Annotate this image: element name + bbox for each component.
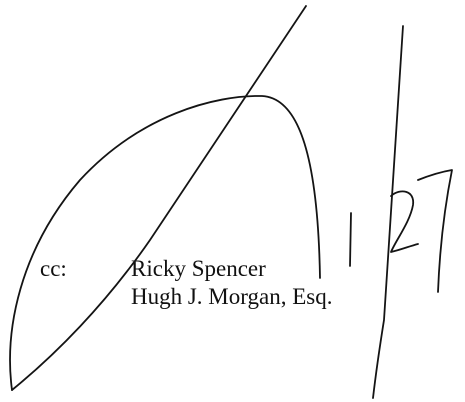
signature-loop-stroke: [9, 95, 321, 391]
cc-recipient-list: Ricky Spencer Hugh J. Morgan, Esq.: [131, 255, 332, 311]
annotation-digit-one: [349, 212, 352, 267]
cc-label: cc:: [40, 256, 67, 281]
signature-diagonal-stroke: [11, 5, 307, 391]
cc-recipient-hugh-morgan: Hugh J. Morgan, Esq.: [131, 284, 333, 309]
annotation-digit-seven: [417, 169, 453, 293]
annotation-slash: [372, 25, 404, 399]
cc-recipient-ricky-spencer: Ricky Spencer: [131, 256, 266, 281]
annotation-digit-two: [390, 190, 419, 253]
